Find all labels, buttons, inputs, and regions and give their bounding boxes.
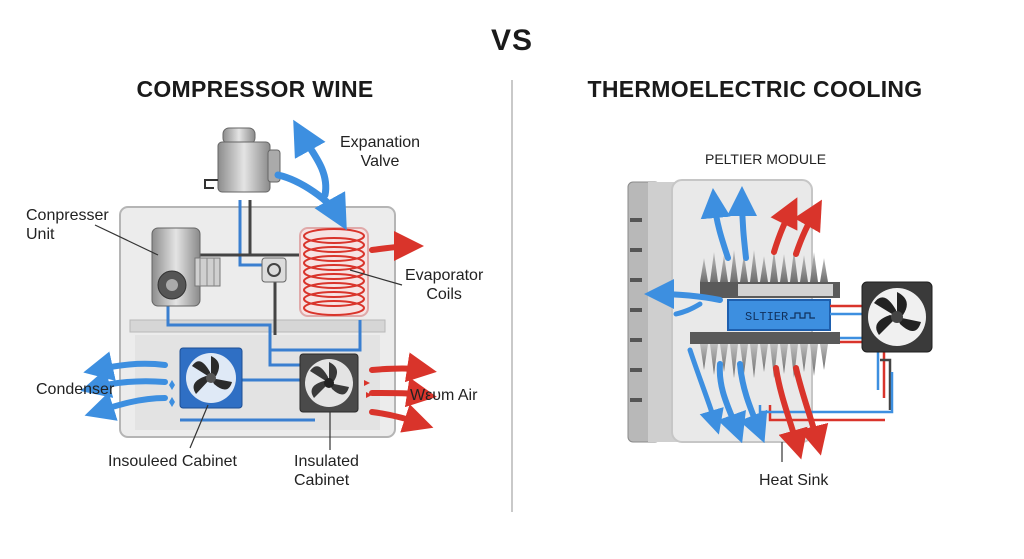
warm-air-fan-icon — [299, 353, 359, 413]
vs-heading: VS — [490, 24, 534, 57]
peltier-chip-icon: SLTIER — [727, 299, 831, 331]
label-heat-sink: Heat Sink — [759, 472, 829, 489]
valve-junction-icon — [261, 257, 287, 283]
cold-air-arrows-right — [644, 186, 768, 444]
bottom-plate — [690, 332, 840, 344]
fan-icon — [861, 281, 933, 353]
condenser-fan-icon — [179, 347, 243, 409]
rear-heat-sink-icon — [627, 181, 678, 443]
label-warm-air: Wευm Air — [410, 387, 478, 404]
label-expansion-valve: Expanation Valve — [340, 134, 421, 170]
warm-air-arrows — [369, 231, 437, 433]
leader-lines-left — [94, 224, 403, 450]
mesh-strip — [738, 284, 833, 296]
refrigerant-pipes — [166, 200, 362, 422]
label-evaporator-coils: Evaporator Coils — [405, 267, 484, 303]
compressor-diagram — [80, 119, 437, 450]
hot-sparkle-icons — [364, 380, 372, 398]
label-insulated-cabinet-1: Insouleed Cabinet — [108, 453, 237, 470]
peltier-chip-text: SLTIER — [745, 310, 788, 324]
lower-fins-icon — [700, 344, 828, 378]
expansion-valve-icon — [204, 127, 281, 193]
thermoelectric-diagram: SLTIER — [627, 179, 933, 462]
cold-sparkle-icons — [169, 380, 175, 407]
label-peltier-module: PELTIER MODULE — [705, 151, 827, 167]
upper-fins-icon — [700, 250, 828, 282]
right-title: THERMOELECTRIC COOLING — [587, 76, 923, 102]
te-wires — [758, 304, 894, 422]
cold-air-arrows — [80, 119, 347, 421]
label-condenser: Condenser — [36, 381, 115, 398]
divider — [511, 80, 513, 512]
compressor-icon — [151, 227, 221, 307]
left-title: COMPRESSOR WINE — [136, 76, 374, 102]
label-compressor-unit: Conpresser Unit — [26, 207, 109, 243]
label-insulated-cabinet-2: Insulated Cabinet — [294, 453, 359, 489]
hot-air-arrows-right — [770, 197, 829, 460]
